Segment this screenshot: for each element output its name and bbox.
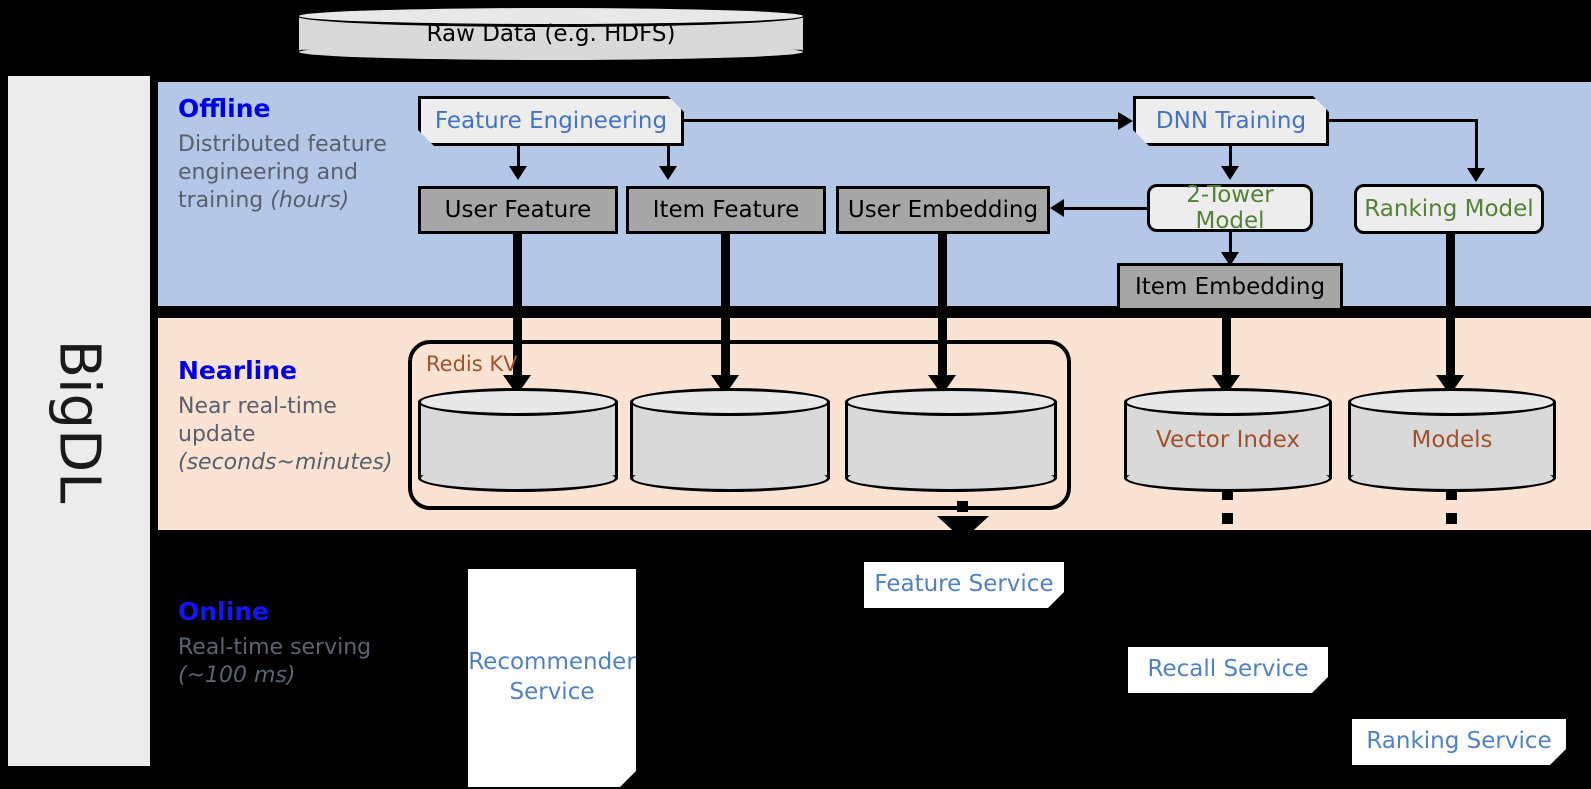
nearline-caption: Nearline Near real-time update (seconds~… — [178, 356, 408, 477]
raw-data-cylinder: Raw Data (e.g. HDFS) — [296, 5, 806, 63]
connector-dnn-ranking-v — [1475, 119, 1478, 175]
online-desc-text: Real-time serving — [178, 635, 372, 660]
arrowhead-fe-dnn — [1118, 112, 1133, 130]
two-tower-model-label: 2-Tower Model — [1186, 182, 1274, 234]
recall-service-label: Recall Service — [1147, 656, 1309, 683]
redis-store-2[interactable] — [630, 388, 830, 492]
connector-fe-userfeature — [517, 146, 520, 172]
connector-vectorindex-recall-dot1 — [1222, 489, 1233, 500]
two-tower-model-node[interactable]: 2-Tower Model — [1147, 182, 1313, 234]
nearline-desc-text: Near real-time update — [178, 394, 337, 448]
ranking-model-node[interactable]: Ranking Model — [1354, 184, 1544, 234]
flow-userfeature-store — [513, 234, 522, 389]
raw-data-label: Raw Data (e.g. HDFS) — [426, 21, 676, 47]
bigdl-label: BigDL — [46, 339, 112, 503]
cylinder-top — [296, 5, 806, 27]
connector-redis-featureservice-dot — [957, 501, 968, 512]
arrowhead-fe-itemfeature — [659, 166, 677, 180]
online-desc-emphasis: (~100 ms) — [178, 663, 296, 689]
recommender-service-node[interactable]: Recommender Service — [468, 569, 636, 787]
ranking-service-node[interactable]: Ranking Service — [1352, 719, 1566, 765]
arrowhead-fe-userfeature — [509, 166, 527, 180]
nearline-description: Near real-time update (seconds~minutes) — [178, 393, 408, 477]
cylinder-top — [630, 388, 830, 416]
connector-dnn-twotower — [1229, 146, 1232, 174]
user-embedding-node[interactable]: User Embedding — [836, 186, 1050, 234]
nearline-title: Nearline — [178, 356, 297, 385]
dnn-training-label: DNN Training — [1155, 108, 1307, 134]
redis-store-2-label — [630, 388, 830, 492]
connector-twotower-itemembedding — [1229, 232, 1232, 260]
connector-fe-dnn — [684, 119, 1118, 122]
redis-store-1[interactable] — [418, 388, 618, 492]
connector-twotower-userembedding — [1063, 207, 1149, 210]
arrowhead-dnn-twotower — [1221, 166, 1239, 180]
offline-title: Offline — [178, 94, 271, 123]
recommender-service-label: Recommender Service — [468, 649, 636, 705]
item-feature-label: Item Feature — [652, 197, 800, 223]
connector-vectorindex-recall-dot2 — [1222, 513, 1233, 524]
feature-engineering-label: Feature Engineering — [434, 108, 668, 134]
recall-service-node[interactable]: Recall Service — [1128, 647, 1328, 693]
user-feature-label: User Feature — [444, 197, 592, 223]
arrowhead-redis-featureservice — [937, 516, 989, 540]
vector-index-cylinder[interactable]: Vector Index — [1124, 388, 1332, 492]
feature-service-label: Feature Service — [874, 571, 1054, 598]
online-description: Real-time serving (~100 ms) — [178, 634, 408, 690]
user-embedding-label: User Embedding — [847, 197, 1039, 223]
arrowhead-dnn-ranking — [1467, 168, 1485, 182]
feature-engineering-node[interactable]: Feature Engineering — [418, 96, 684, 146]
ranking-model-label: Ranking Model — [1364, 196, 1534, 222]
models-label: Models — [1411, 427, 1493, 453]
redis-store-1-label — [418, 388, 618, 492]
flow-rankingmodel-models — [1446, 234, 1455, 389]
models-cylinder[interactable]: Models — [1348, 388, 1556, 492]
connector-models-ranking-dot1 — [1446, 489, 1457, 500]
flow-itemembedding-vectorindex — [1222, 311, 1231, 389]
item-feature-node[interactable]: Item Feature — [626, 186, 826, 234]
cylinder-top — [845, 388, 1057, 416]
offline-desc-text: Distributed feature engineering and trai… — [178, 132, 387, 214]
redis-store-3[interactable] — [845, 388, 1057, 492]
flow-userembedding-store — [938, 234, 947, 389]
cylinder-top — [1124, 388, 1332, 416]
item-embedding-label: Item Embedding — [1134, 274, 1326, 300]
connector-models-ranking-dot2 — [1446, 513, 1457, 524]
arrowhead-twotower-userembedding — [1050, 199, 1064, 217]
cylinder-body — [1124, 401, 1332, 479]
cylinder-top — [418, 388, 618, 416]
redis-kv-label: Redis KV — [426, 352, 518, 376]
offline-description: Distributed feature engineering and trai… — [178, 131, 408, 215]
redis-kv-container — [408, 340, 1071, 510]
nearline-desc-emphasis: (seconds~minutes) — [178, 450, 393, 476]
item-embedding-node[interactable]: Item Embedding — [1117, 263, 1343, 311]
redis-store-3-label — [845, 388, 1057, 492]
online-caption: Online Real-time serving (~100 ms) — [178, 597, 408, 690]
feature-service-node[interactable]: Feature Service — [864, 562, 1064, 608]
arrowhead-twotower-itemembedding — [1221, 252, 1239, 266]
offline-caption: Offline Distributed feature engineering … — [178, 94, 408, 215]
offline-desc-emphasis: (hours) — [270, 188, 350, 214]
dnn-training-node[interactable]: DNN Training — [1133, 96, 1329, 146]
arrowhead-rawdata-fe — [537, 62, 565, 82]
connector-dnn-ranking-h — [1326, 119, 1478, 122]
connector-fe-itemfeature — [667, 146, 670, 172]
cylinder-top — [1348, 388, 1556, 416]
online-title: Online — [178, 597, 269, 626]
ranking-service-label: Ranking Service — [1366, 728, 1552, 755]
bigdl-sidebar: BigDL — [8, 76, 150, 766]
vector-index-label: Vector Index — [1156, 427, 1300, 453]
user-feature-node[interactable]: User Feature — [418, 186, 618, 234]
flow-itemfeature-store — [721, 234, 730, 389]
